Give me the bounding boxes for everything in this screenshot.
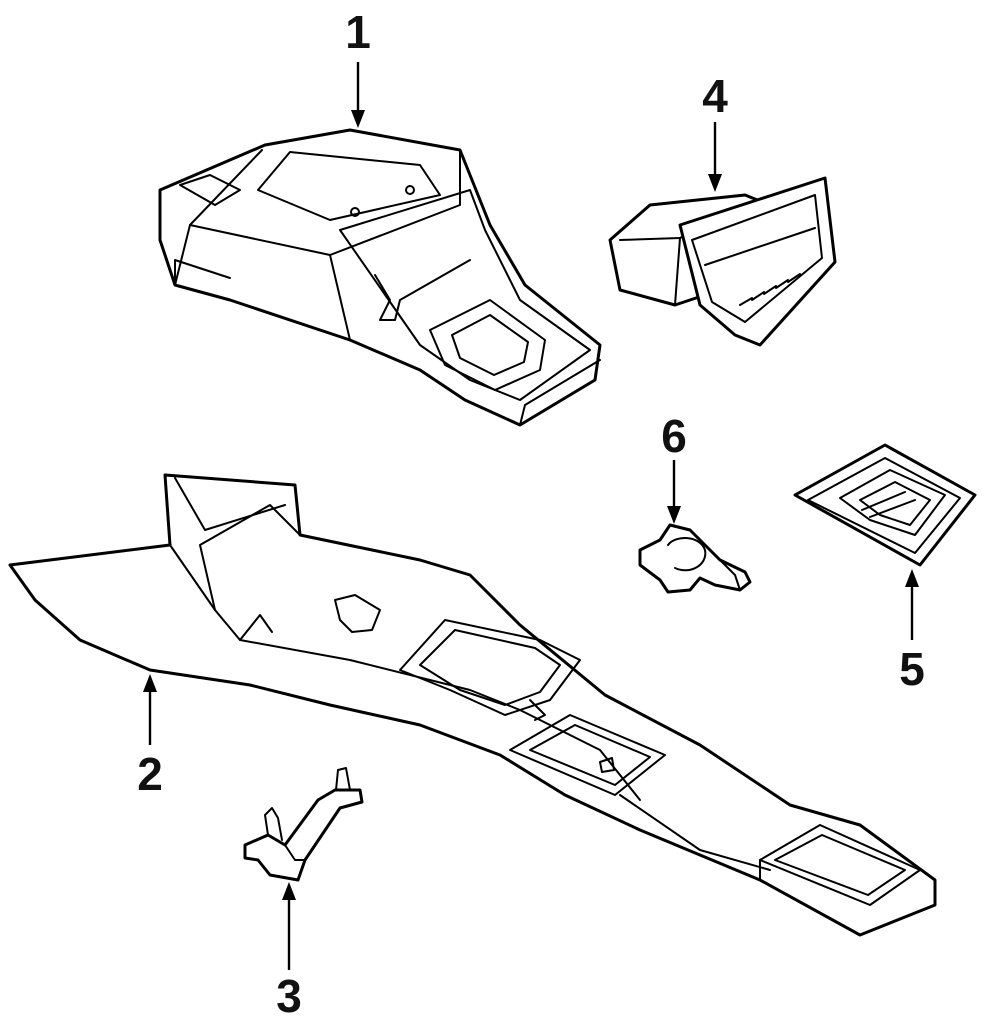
callout-2: 2: [137, 748, 163, 800]
part-4-storage-bin[interactable]: [608, 176, 837, 347]
leader-4: [708, 122, 722, 192]
callout-6: 6: [661, 410, 687, 462]
leader-2: [143, 674, 157, 745]
callout-5: 5: [899, 643, 925, 695]
part-2-console-base[interactable]: [8, 473, 937, 937]
part-5-insert-plate[interactable]: [793, 443, 977, 567]
part-1-console-housing[interactable]: [158, 128, 602, 427]
callout-1: 1: [345, 6, 371, 58]
leader-5: [905, 569, 919, 640]
callout-4: 4: [702, 70, 728, 122]
leader-3: [282, 882, 296, 970]
leader-1: [351, 62, 365, 128]
callout-3: 3: [276, 970, 302, 1020]
part-6-clip[interactable]: [638, 523, 752, 594]
leader-6: [667, 460, 681, 524]
part-3-mounting-bracket[interactable]: [243, 767, 364, 882]
